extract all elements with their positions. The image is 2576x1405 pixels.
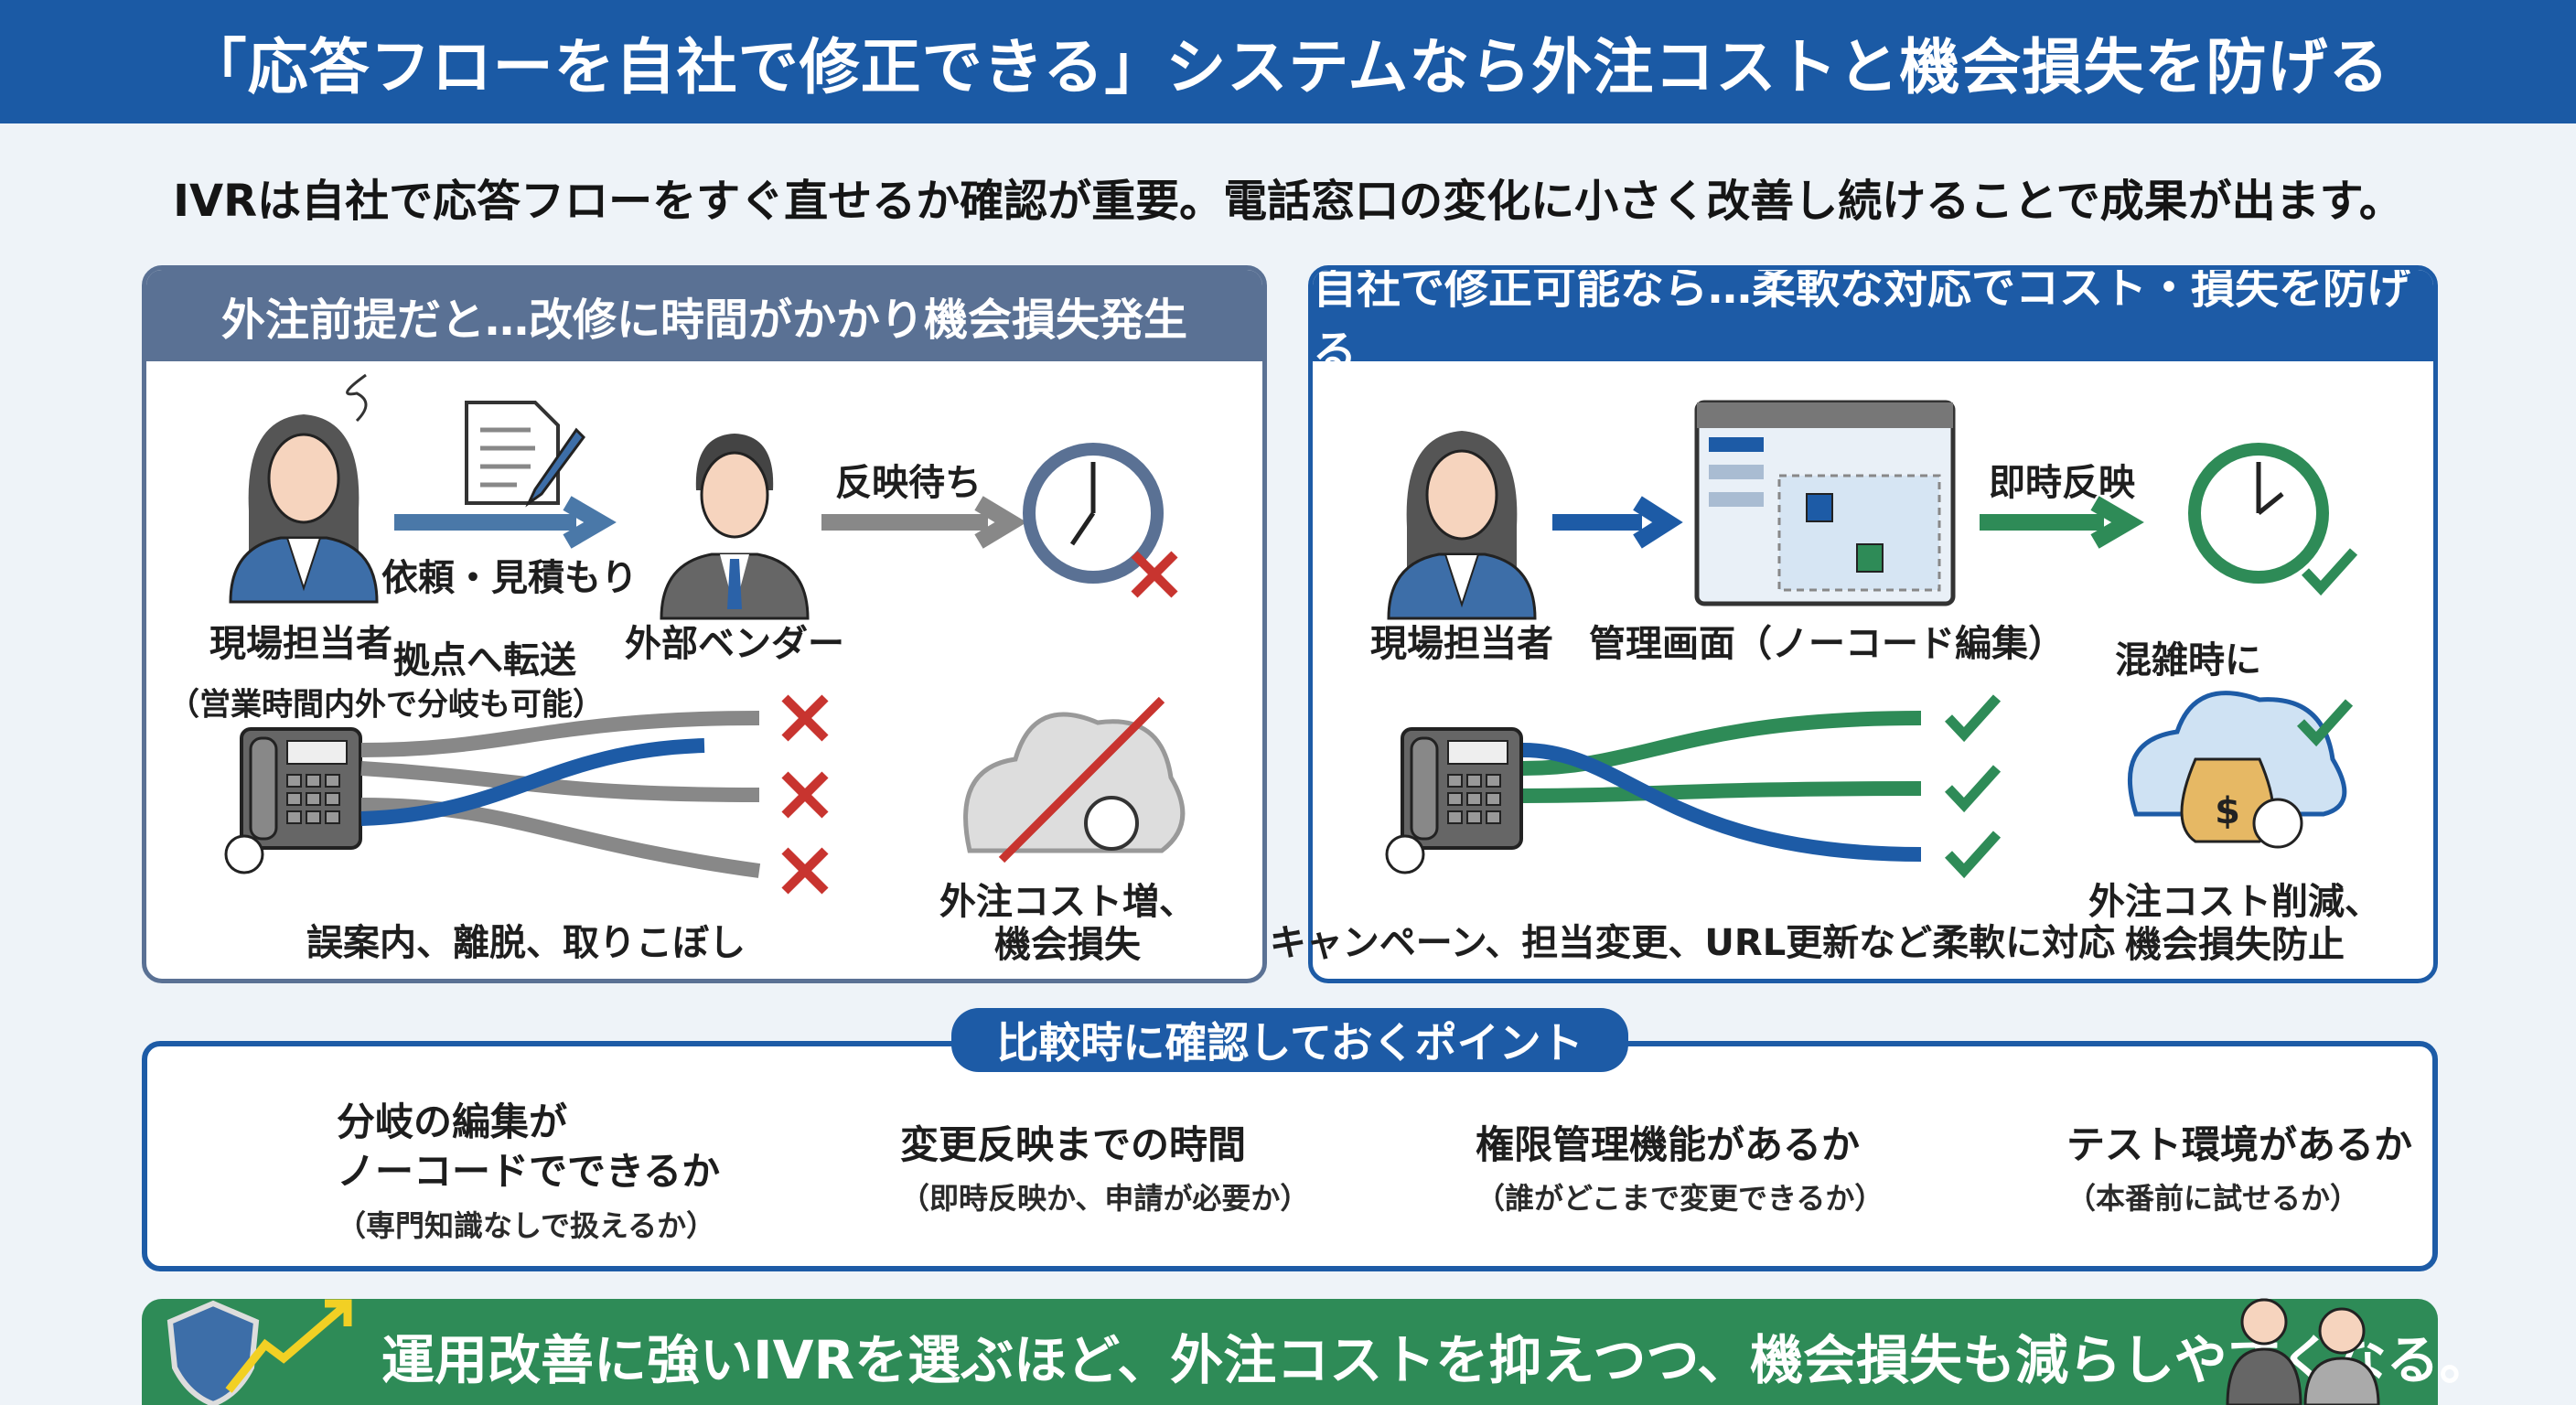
point-2-title: 変更反映までの時間 (900, 1122, 1247, 1167)
vendor-label: 外部ベンダー (625, 623, 844, 665)
man-vendor-icon (660, 432, 810, 620)
desk-phone-icon (1385, 727, 1523, 874)
flexible-flow-arrows (1522, 711, 1922, 862)
flex-label: キャンペーン、担当変更、URL更新など柔軟に対応 (1269, 922, 2116, 964)
wait-arrow (821, 496, 1027, 549)
inhouse-panel: 自社で修正可能なら…柔軟な対応でコスト・損失を防げる (1308, 265, 2438, 983)
point-1-sub: （専門知識なしで扱えるか） (337, 1208, 716, 1243)
instant-label: 即時反映 (1989, 462, 2135, 504)
admin-screen-icon (1694, 400, 1956, 606)
staff-label: 現場担当者 (1370, 623, 1553, 665)
woman-staff-icon (229, 413, 379, 604)
request-arrow (394, 496, 617, 549)
wait-label: 反映待ち (835, 462, 982, 504)
instant-arrow (1980, 496, 2144, 549)
right-result-line2: 機会損失防止 (2125, 924, 2345, 966)
crossed-money-cloud-icon (963, 696, 1186, 863)
outsourced-panel: 外注前提だと…改修に時間がかかり機会損失発生 (142, 265, 1267, 983)
check-icon (1948, 834, 1997, 871)
worry-swirl-icon (346, 373, 368, 423)
admin-label: 管理画面（ノーコード編集） (1589, 623, 2065, 665)
check-icon (1948, 768, 1997, 805)
page-title: 「応答フローを自社で修正できる」システムなら外注コストと機会損失を防げる (0, 0, 2576, 123)
comparison-points-box (142, 1041, 2438, 1271)
right-result-line1: 外注コスト削減、 (2088, 881, 2381, 923)
desk-phone-icon (224, 727, 362, 874)
check-icon (1948, 698, 1997, 735)
comparison-points-heading: 比較時に確認しておくポイント (951, 1008, 1628, 1072)
x-mark-icon (785, 851, 825, 891)
left-result-line1: 外注コスト増、 (939, 881, 1196, 923)
page-subtitle: IVRは自社で応答フローをすぐ直せるか確認が重要。電話窓口の変化に小さく改善し続… (173, 176, 2403, 227)
misrouted-flow-arrows (360, 711, 761, 878)
problems-label: 誤案内、離脱、取りこぼし (306, 922, 746, 964)
svg-text:$: $ (2215, 790, 2240, 832)
point-1-title: 分岐の編集がノーコードでできるか (337, 1098, 720, 1196)
left-result-line2: 機会損失 (994, 924, 1141, 966)
inhouse-panel-header: 自社で修正可能なら…柔軟な対応でコスト・損失を防げる (1313, 270, 2433, 378)
clock-x-icon (1023, 443, 1175, 595)
point-4-title: テスト環境があるか (2066, 1122, 2413, 1167)
outsourced-panel-header: 外注前提だと…改修に時間がかかり機会損失発生 (146, 270, 1262, 361)
point-1-line2: ノーコードでできるか (337, 1149, 721, 1194)
conclusion-text: 運用改善に強いIVRを選ぶほど、外注コストを抑えつつ、機会損失も減らしやすくなる… (381, 1329, 2493, 1391)
document-pen-icon (465, 401, 585, 508)
point-4-sub: （本番前に試せるか） (2066, 1181, 2360, 1216)
staff-label: 現場担当者 (209, 623, 392, 665)
x-mark-icon (785, 775, 825, 815)
transfer-label: 拠点へ転送 (393, 639, 576, 681)
money-cloud-check-icon: $ (2127, 691, 2349, 849)
edit-arrow (1552, 496, 1683, 549)
conclusion-banner (142, 1299, 2438, 1405)
point-3-title: 権限管理機能があるか (1476, 1122, 1861, 1167)
x-mark-icon (785, 698, 825, 738)
transfer-note: （営業時間内外で分岐も可能） (168, 686, 604, 724)
busy-label: 混雑時に (2115, 639, 2261, 681)
point-1-line1: 分岐の編集が (337, 1099, 568, 1144)
clock-check-icon (2188, 443, 2354, 588)
point-3-sub: （誰がどこまで変更できるか） (1476, 1181, 1884, 1216)
point-2-sub: （即時反映か、申請が必要か） (900, 1181, 1310, 1216)
request-label: 依頼・見積もり (381, 557, 638, 599)
woman-staff-icon (1387, 429, 1537, 620)
